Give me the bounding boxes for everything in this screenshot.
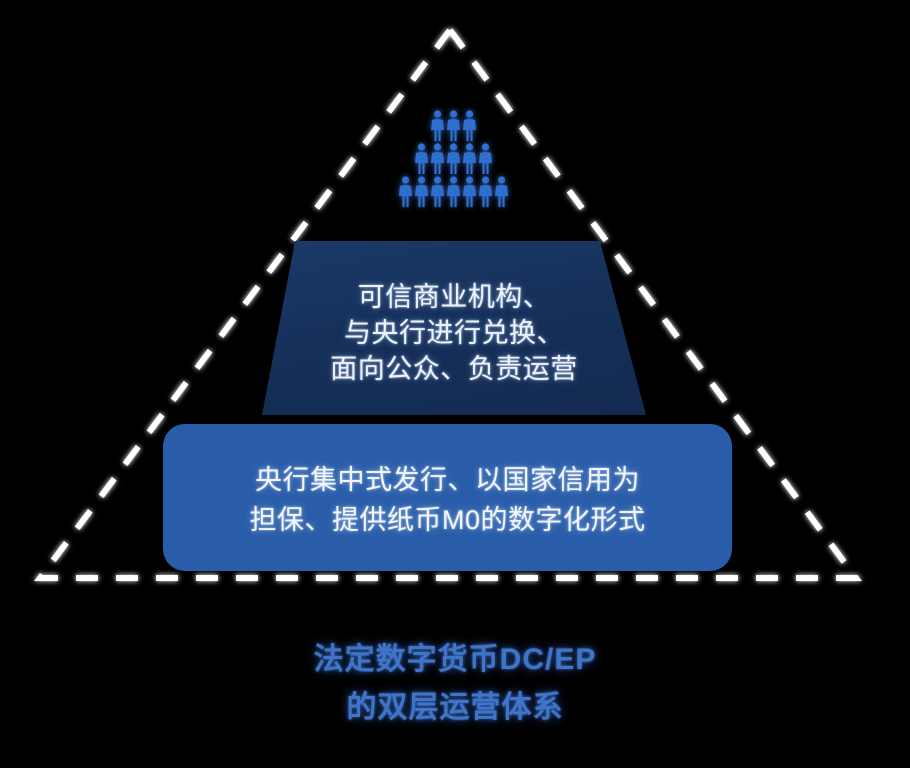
person-icon bbox=[462, 176, 477, 207]
person-icon bbox=[430, 110, 445, 141]
people-pyramid-icon bbox=[392, 108, 514, 210]
person-icon bbox=[478, 176, 493, 207]
person-icon bbox=[414, 143, 429, 174]
trapezoid-shape bbox=[262, 241, 646, 415]
person-icon bbox=[398, 176, 413, 207]
person-icon bbox=[430, 143, 445, 174]
person-icon bbox=[414, 176, 429, 207]
person-icon bbox=[446, 176, 461, 207]
person-icon bbox=[462, 143, 477, 174]
person-icon bbox=[462, 110, 477, 141]
people-row-top bbox=[392, 108, 514, 141]
person-icon bbox=[494, 176, 509, 207]
layer-commercial-institutions-text: 可信商业机构、 与央行进行兑换、 面向公众、负责运营 bbox=[330, 282, 578, 384]
diagram-caption: 法定数字货币DC/EP 的双层运营体系 bbox=[313, 643, 597, 724]
people-row-middle bbox=[392, 141, 514, 174]
person-icon bbox=[446, 110, 461, 141]
layer-central-bank-text: 央行集中式发行、以国家信用为 担保、提供纸币M0的数字化形式 bbox=[249, 465, 646, 535]
layer-central-bank: 央行集中式发行、以国家信用为 担保、提供纸币M0的数字化形式 bbox=[163, 424, 732, 571]
person-icon bbox=[430, 176, 445, 207]
layer-commercial-institutions: 可信商业机构、 与央行进行兑换、 面向公众、负责运营 bbox=[262, 241, 646, 415]
people-row-bottom bbox=[392, 174, 514, 207]
person-icon bbox=[446, 143, 461, 174]
person-icon bbox=[478, 143, 493, 174]
